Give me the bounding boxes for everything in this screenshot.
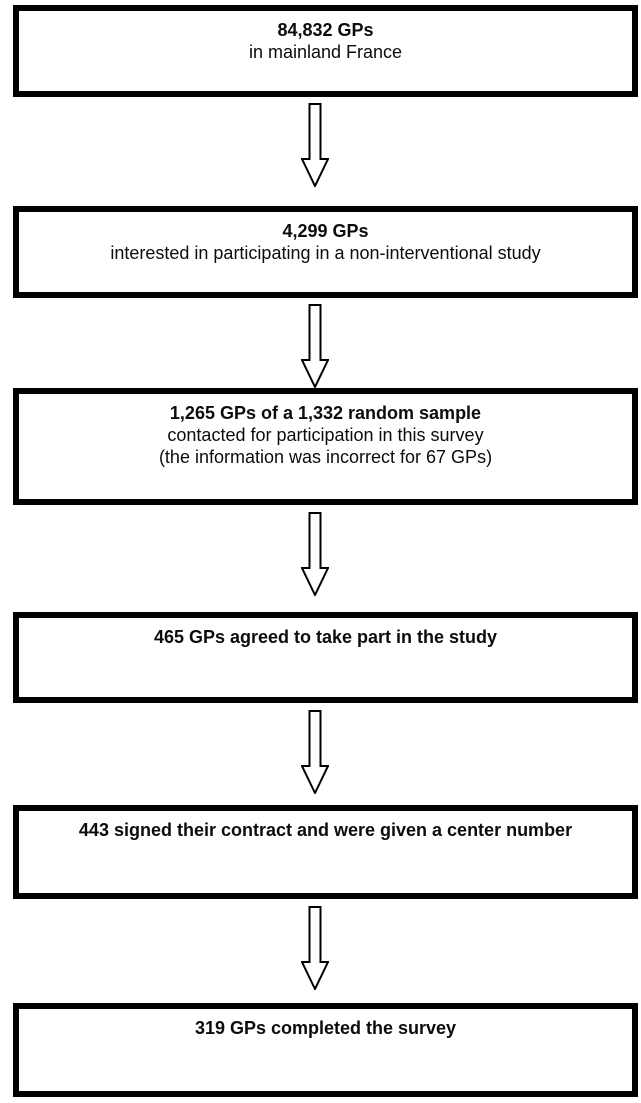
down-arrow-icon (301, 906, 329, 990)
flow-box-contacted-sample: 1,265 GPs of a 1,332 random sample conta… (13, 388, 638, 505)
flow-box-mainland-france: 84,832 GPs in mainland France (13, 5, 638, 97)
box-desc-text: interested in participating in a non-int… (110, 243, 541, 263)
flow-box-interested: 4,299 GPs interested in participating in… (13, 206, 638, 298)
down-arrow-icon (301, 710, 329, 794)
down-arrow-icon (301, 512, 329, 596)
box-count-text: 4,299 GPs (282, 221, 369, 241)
flow-box-completed: 319 GPs completed the survey (13, 1003, 638, 1097)
box-note-text: (the information was incorrect for 67 GP… (158, 447, 493, 467)
box-count-text: 319 GPs completed the survey (194, 1018, 457, 1038)
flow-box-signed-contract: 443 signed their contract and were given… (13, 805, 638, 899)
box-desc-text: contacted for participation in this surv… (167, 425, 484, 445)
box-count-text: 443 signed their contract and were given… (78, 820, 573, 840)
box-count-text: 1,265 GPs of a 1,332 random sample (169, 403, 482, 423)
flow-box-agreed: 465 GPs agreed to take part in the study (13, 612, 638, 703)
box-count-text: 84,832 GPs (277, 20, 374, 40)
down-arrow-icon (301, 103, 329, 187)
box-count-text: 465 GPs agreed to take part in the study (153, 627, 498, 647)
down-arrow-icon (301, 304, 329, 388)
box-desc-text: in mainland France (248, 42, 403, 62)
